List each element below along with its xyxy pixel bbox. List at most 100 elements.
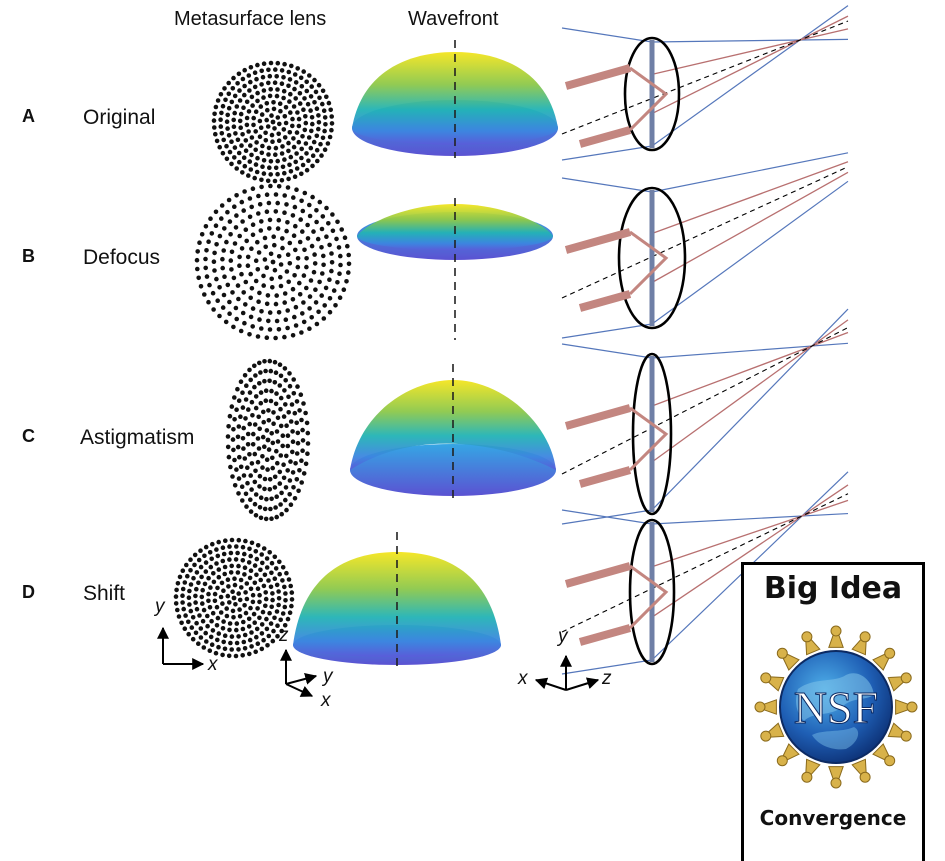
optics-ray-diagrams xyxy=(561,5,849,675)
nsf-big-idea-badge: Big Idea NSF Convergence xyxy=(741,562,925,861)
metasurface-lens-b xyxy=(194,183,352,341)
seal-star xyxy=(859,771,871,783)
seal-star xyxy=(754,701,766,713)
seal-star xyxy=(906,701,918,713)
blue-ray xyxy=(651,342,849,359)
lens-outline xyxy=(628,518,676,666)
ray-diagram-d xyxy=(561,471,849,675)
metasurface-lens-patterns xyxy=(173,60,352,659)
seal-star xyxy=(884,755,896,767)
input-beam xyxy=(578,290,632,312)
row-name-shift: Shift xyxy=(83,582,126,605)
seal-star xyxy=(760,730,772,742)
row-name-original: Original xyxy=(83,106,156,129)
wavefront-a xyxy=(352,40,558,158)
seal-ray xyxy=(895,699,918,715)
red-ray xyxy=(651,331,849,407)
seal-star xyxy=(760,672,772,684)
input-beam xyxy=(578,624,632,646)
badge-title: Big Idea xyxy=(763,571,903,606)
row-letter-b: B xyxy=(22,246,35,266)
seal-star xyxy=(801,771,813,783)
lens-axis-x-label: x xyxy=(208,654,218,675)
input-beam xyxy=(564,64,632,90)
seal-star xyxy=(900,730,912,742)
blue-ray xyxy=(561,145,653,161)
wavefront-surfaces xyxy=(293,40,558,668)
beam-fold xyxy=(628,230,669,296)
row-name-defocus: Defocus xyxy=(83,246,161,269)
input-beam xyxy=(578,466,632,488)
wavefront-b xyxy=(357,198,553,340)
chief-ray-dashed xyxy=(561,327,849,475)
seal-star xyxy=(776,647,788,659)
optics-axis-triad xyxy=(534,654,600,691)
seal-ray xyxy=(828,625,844,648)
seal-ray xyxy=(828,766,844,789)
red-ray xyxy=(651,499,849,568)
lens-axis-triad xyxy=(157,626,205,670)
blue-ray xyxy=(651,308,849,511)
blue-ray xyxy=(651,180,849,325)
badge-subtitle: Convergence xyxy=(759,806,907,830)
blue-ray xyxy=(561,177,653,193)
seal-star xyxy=(830,777,842,789)
metasurface-lens-a xyxy=(211,60,335,184)
input-beam xyxy=(564,562,632,588)
seal-star xyxy=(830,625,842,637)
nsf-seal-logo: NSF xyxy=(754,625,918,789)
chief-ray-dashed xyxy=(561,493,849,633)
wavefront-axis-triad xyxy=(280,648,318,697)
optics-axis-x-label: x xyxy=(518,668,528,689)
wavefront-c xyxy=(350,364,556,500)
blue-ray xyxy=(561,343,653,359)
red-ray xyxy=(651,161,849,235)
blue-ray xyxy=(561,659,653,675)
wavefront-axis-z-label: z xyxy=(279,625,289,646)
lens-outline xyxy=(617,186,687,330)
wavefront-axis-y-label: y xyxy=(323,666,333,687)
metasurface-lens-d xyxy=(173,537,295,659)
row-letter-a: A xyxy=(22,106,35,126)
blue-ray xyxy=(561,509,653,525)
row-letter-c: C xyxy=(22,426,35,446)
beam-fold xyxy=(628,66,669,132)
red-ray xyxy=(651,319,849,463)
blue-ray xyxy=(561,27,653,43)
blue-ray xyxy=(651,38,849,43)
ray-diagram-b xyxy=(561,152,849,339)
ray-diagram-c xyxy=(561,308,849,525)
blue-ray xyxy=(651,5,849,147)
header-metasurface-lens: Metasurface lens xyxy=(174,8,327,30)
chief-ray-dashed xyxy=(561,166,849,299)
input-beam xyxy=(564,228,632,254)
seal-ray xyxy=(754,699,777,715)
wavefront-d xyxy=(293,532,501,668)
optics-axis-y-label: y xyxy=(558,626,568,647)
lens-axis-y-label: y xyxy=(155,596,165,617)
chief-ray-dashed xyxy=(561,20,849,135)
lens-outline xyxy=(623,36,681,152)
blue-ray xyxy=(561,323,653,339)
seal-star xyxy=(801,631,813,643)
row-name-astigmatism: Astigmatism xyxy=(80,426,195,449)
wavefront-axis-x-label: x xyxy=(321,690,331,711)
beam-fold xyxy=(628,406,669,472)
input-beam xyxy=(578,126,632,148)
metasurface-lens-c xyxy=(225,358,311,522)
seal-star xyxy=(884,647,896,659)
ray-diagram-a xyxy=(561,5,849,161)
seal-star xyxy=(859,631,871,643)
beam-fold xyxy=(628,564,669,630)
seal-star xyxy=(776,755,788,767)
lens-outline xyxy=(631,352,673,516)
red-ray xyxy=(651,484,849,618)
red-ray xyxy=(651,28,849,76)
seal-text: NSF xyxy=(794,682,878,733)
row-letter-d: D xyxy=(22,582,35,602)
seal-star xyxy=(900,672,912,684)
header-wavefront: Wavefront xyxy=(408,8,499,30)
blue-ray xyxy=(651,152,849,193)
optics-axis-z-label: z xyxy=(602,668,612,689)
